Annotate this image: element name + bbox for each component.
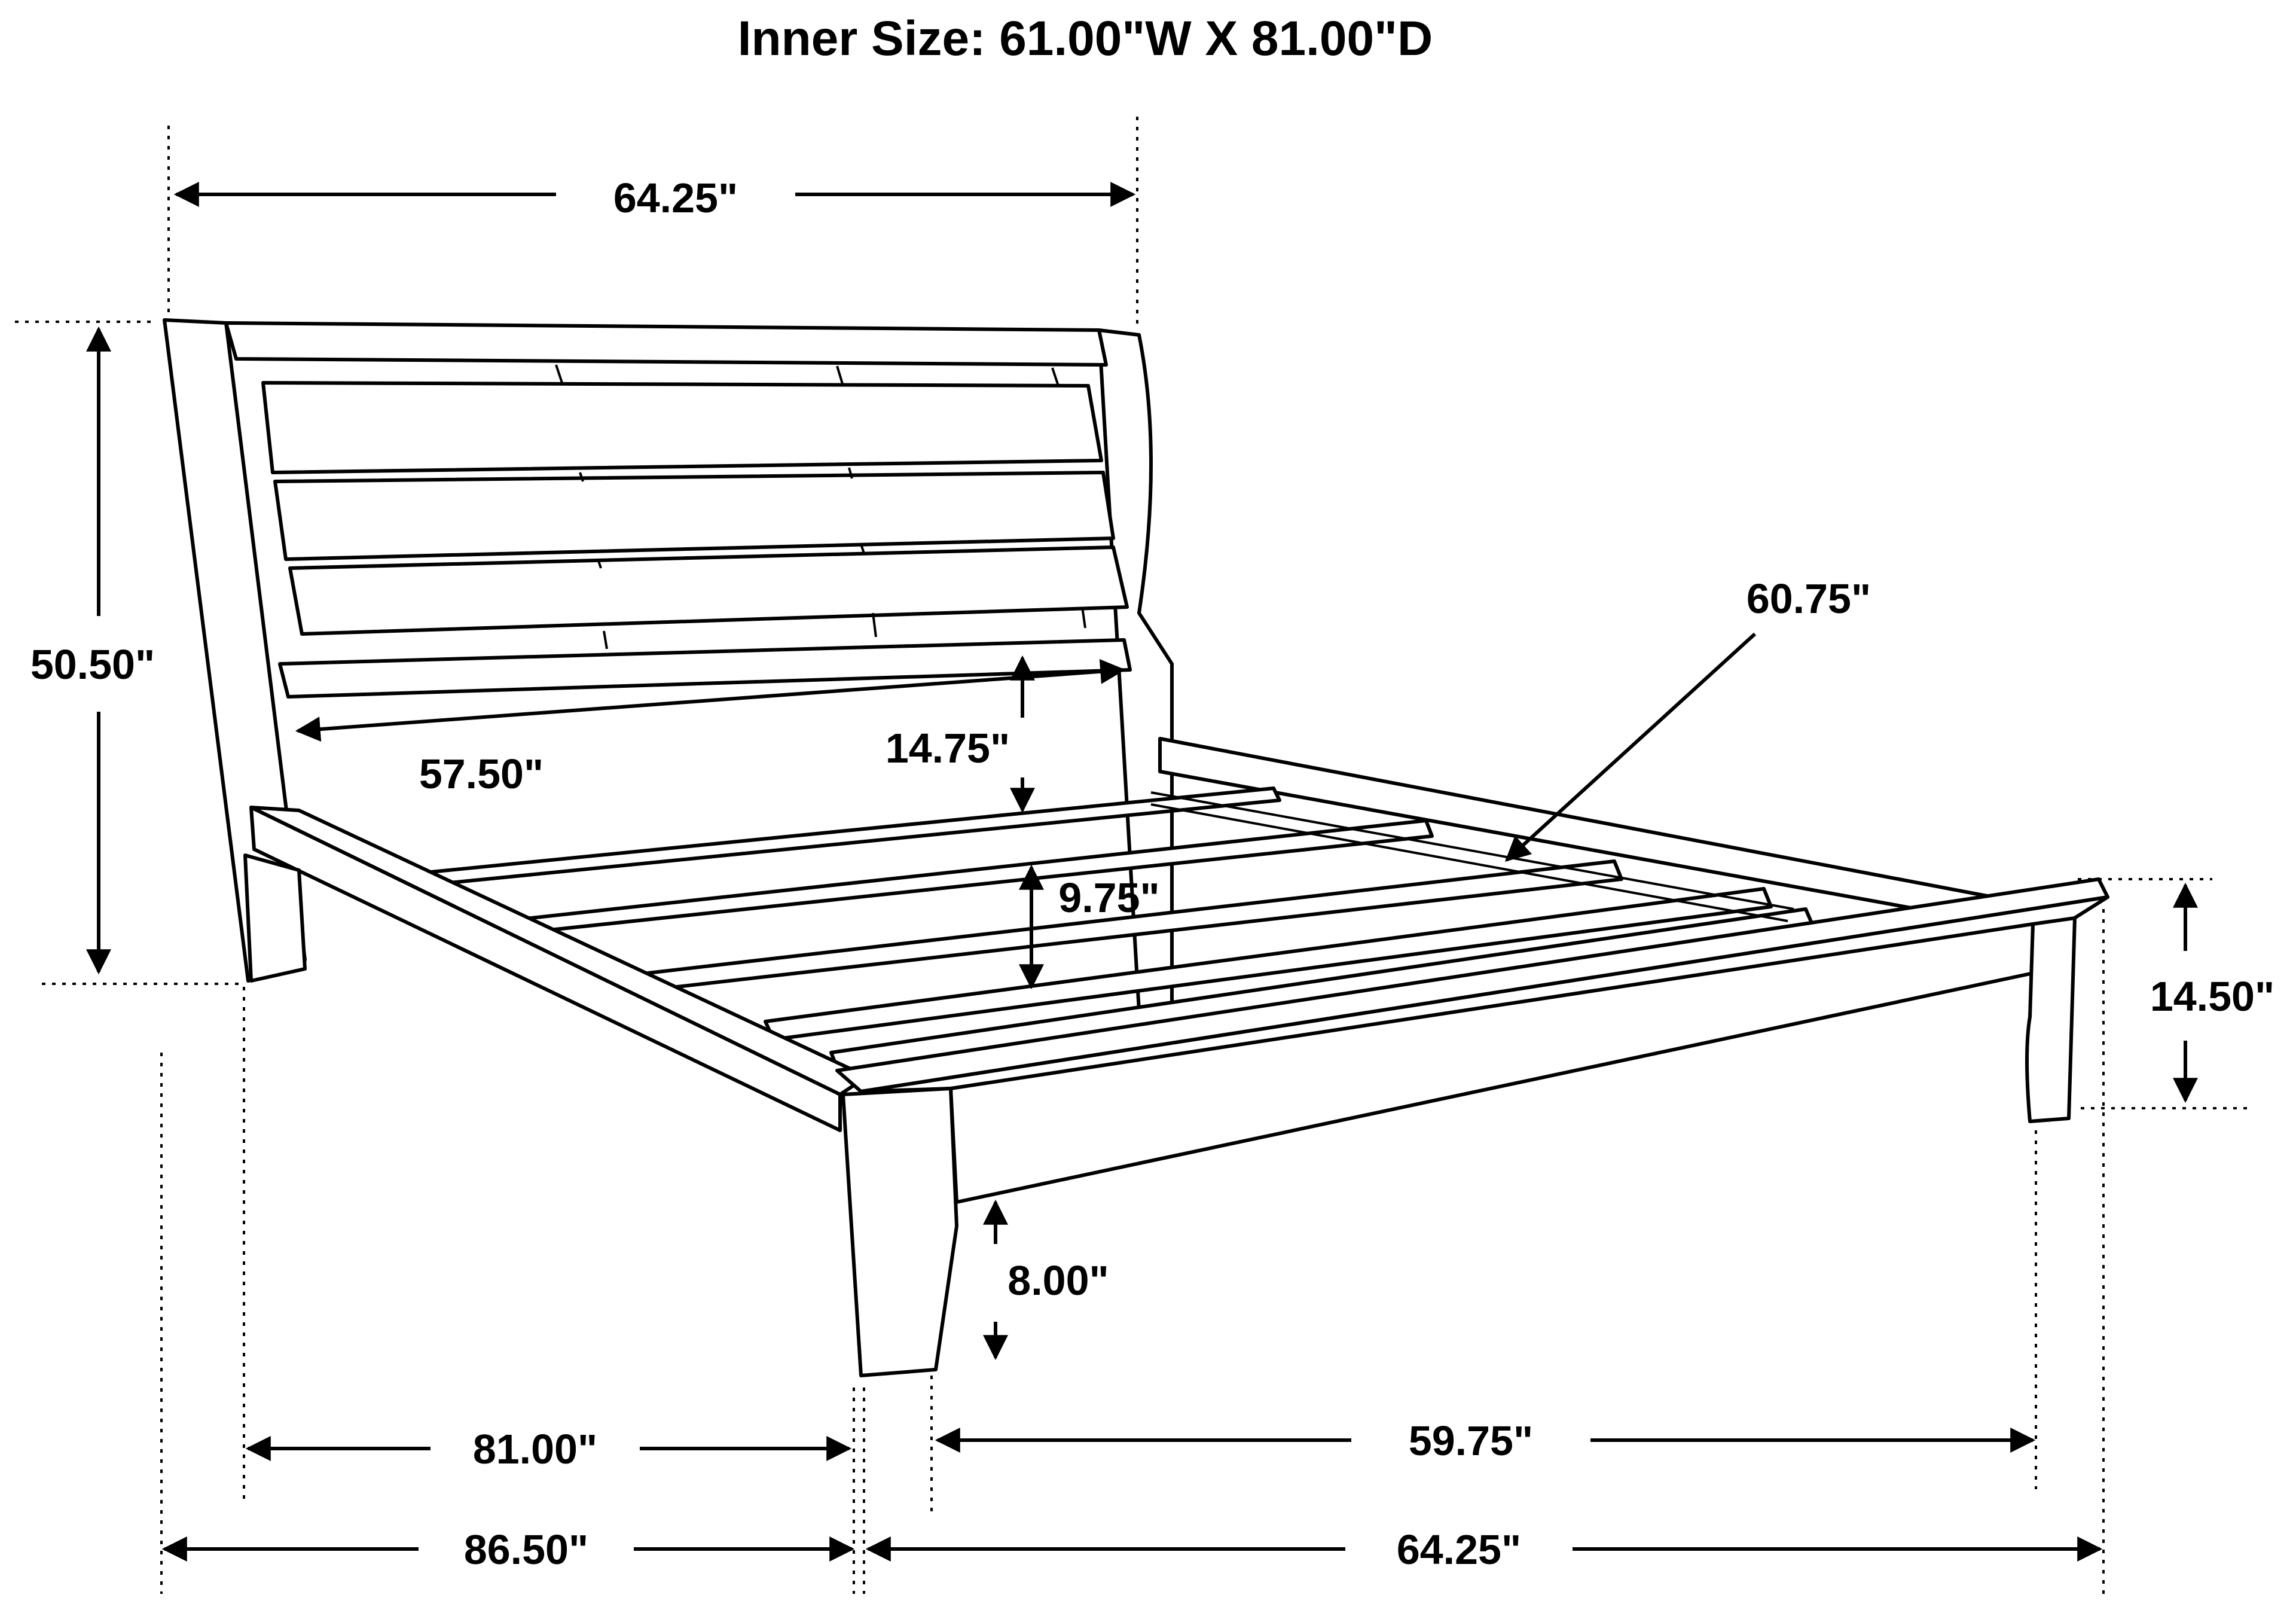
dimension-lines (15, 117, 2248, 1594)
label-headboard-inner-width: 57.50" (419, 751, 544, 797)
label-inner-width-bottom: 59.75" (1409, 1417, 1533, 1464)
headboard-slat-2 (273, 471, 1115, 561)
left-side-rail-face (249, 806, 842, 1132)
headboard-top-rail (224, 321, 1108, 367)
dimension-labels: 64.25" 50.50" 57.50" 14.75" 60.75" 9.75"… (30, 175, 2274, 1573)
headboard-bottom-rail (278, 638, 1132, 699)
label-slat-clearance: 9.75" (1058, 874, 1159, 921)
label-overall-length: 86.50" (464, 1526, 588, 1573)
center-support (1150, 791, 1794, 910)
headboard-slat-1 (261, 381, 1103, 474)
label-diagonal: 60.75" (1747, 575, 1871, 622)
label-headboard-height: 50.50" (30, 641, 155, 688)
label-footboard-height: 14.50" (2150, 973, 2274, 1020)
label-inner-length: 81.00" (473, 1426, 597, 1472)
front-right-leg (2025, 916, 2077, 1123)
inner-size-title: Inner Size: 61.00"W X 81.00"D (738, 11, 1433, 66)
headboard-slat-3 (288, 545, 1129, 636)
headboard-right-post (1097, 328, 1174, 1013)
bed-drawing (163, 318, 2109, 1377)
label-overall-width-bottom: 64.25" (1397, 1526, 1521, 1573)
label-floor-clearance: 8.00" (1007, 1257, 1109, 1304)
right-side-rail (1158, 737, 2011, 926)
back-left-leg (243, 853, 307, 983)
label-headboard-width: 64.25" (613, 175, 738, 221)
front-left-leg (841, 1087, 958, 1377)
label-headboard-panel-height: 14.75" (886, 725, 1010, 772)
